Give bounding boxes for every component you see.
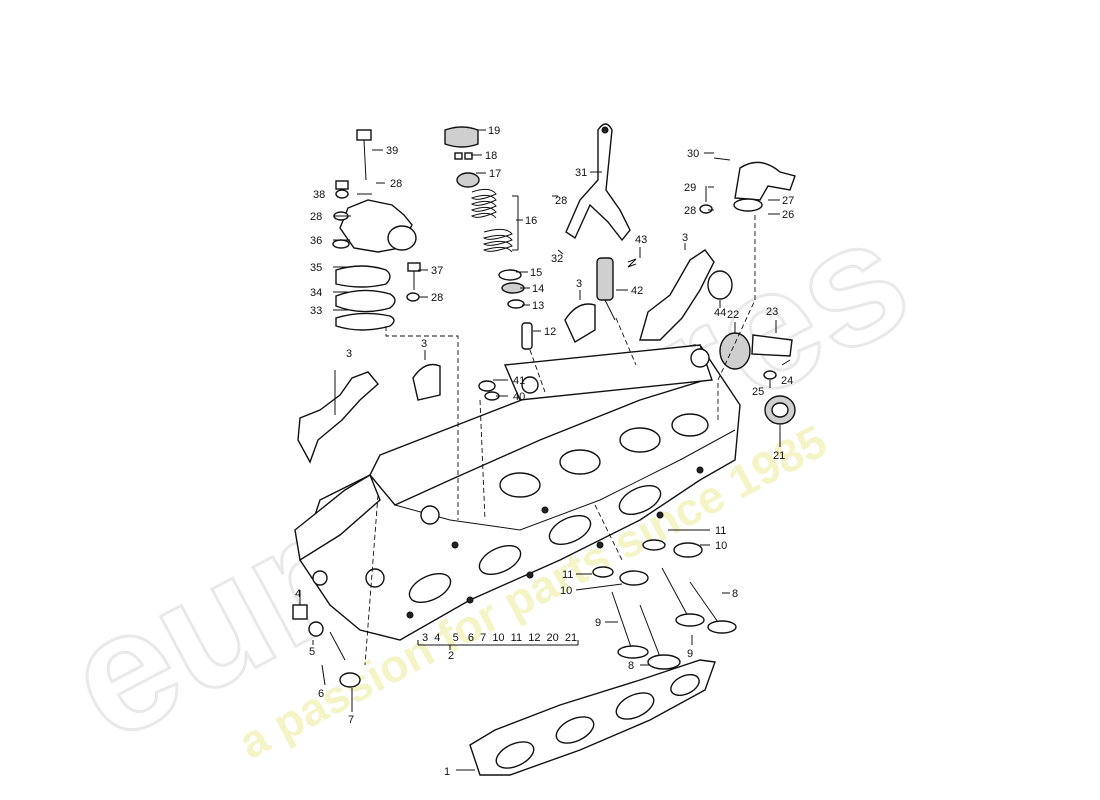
leader-lines: [299, 129, 781, 771]
callout-11b: 11: [715, 525, 726, 537]
callout-40: 40: [513, 391, 525, 403]
callout-3a: 3: [346, 348, 352, 360]
callout-3b: 3: [421, 338, 427, 350]
callout-23: 23: [766, 306, 778, 318]
coolant-housing-left: [332, 129, 421, 331]
callout-10b: 10: [715, 540, 727, 552]
callout-7: 7: [348, 714, 354, 726]
callout-3d: 3: [682, 232, 688, 244]
callout-28d: 28: [555, 195, 567, 207]
callout-2: 2: [448, 650, 454, 662]
callout-18: 18: [485, 150, 497, 162]
sensor: [596, 257, 637, 321]
bracket: [565, 123, 631, 242]
callout-36: 36: [310, 235, 322, 247]
callout-8a: 8: [628, 660, 634, 672]
callout-labels: 1 2 3 4 5 6 7 10 11 12 20 21 3 3 3 3 4 5…: [295, 125, 794, 778]
callout-4: 4: [295, 588, 301, 600]
callout-28a: 28: [390, 178, 402, 190]
cylinder-head: [294, 344, 741, 641]
callout-10a: 10: [560, 585, 572, 597]
callout-27: 27: [782, 195, 794, 207]
callout-28e: 28: [684, 205, 696, 217]
callout-12: 12: [544, 326, 556, 338]
callout-30: 30: [687, 148, 699, 160]
callout-16: 16: [525, 215, 537, 227]
dashed-connectors: [364, 215, 756, 666]
valves: [611, 567, 737, 670]
callout-9b: 9: [687, 648, 693, 660]
callout-39: 39: [386, 145, 398, 157]
callout-14: 14: [532, 283, 544, 295]
valve-spring-stack: [444, 126, 533, 350]
callout-1: 1: [444, 766, 450, 778]
callout-26: 26: [782, 209, 794, 221]
callout-43: 43: [635, 234, 647, 246]
callout-22: 22: [727, 309, 739, 321]
callout-32: 32: [551, 253, 563, 265]
callout-3c: 3: [576, 278, 582, 290]
callout-33: 33: [310, 305, 322, 317]
callout-38: 38: [313, 189, 325, 201]
callout-13: 13: [532, 300, 544, 312]
callout-44: 44: [714, 307, 726, 319]
callout-25: 25: [752, 386, 764, 398]
callout-24: 24: [781, 375, 793, 387]
callout-9a: 9: [595, 617, 601, 629]
callout-17: 17: [489, 168, 501, 180]
coolant-housing-right: [699, 157, 796, 214]
callout-35: 35: [310, 262, 322, 274]
callout-37: 37: [431, 265, 443, 277]
callout-2-list: 3 4 5 6 7 10 11 12 20 21: [422, 632, 577, 644]
head-gasket: [469, 659, 716, 776]
callout-28c: 28: [431, 292, 443, 304]
callout-6: 6: [318, 688, 324, 700]
callout-31: 31: [575, 167, 587, 179]
callout-28b: 28: [310, 211, 322, 223]
misc-right-parts: [707, 270, 796, 425]
callout-42: 42: [631, 285, 643, 297]
callout-29: 29: [684, 182, 696, 194]
valve-seats: [592, 539, 703, 586]
callout-15: 15: [530, 267, 542, 279]
small-parts-left: [292, 380, 500, 688]
rocker-arms: [297, 249, 715, 464]
callout-21: 21: [773, 450, 785, 462]
callout-19: 19: [488, 125, 500, 137]
callout-41: 41: [513, 375, 525, 387]
callout-8b: 8: [732, 588, 738, 600]
callout-5: 5: [309, 646, 315, 658]
callout-11a: 11: [562, 569, 573, 581]
callout-34: 34: [310, 287, 322, 299]
